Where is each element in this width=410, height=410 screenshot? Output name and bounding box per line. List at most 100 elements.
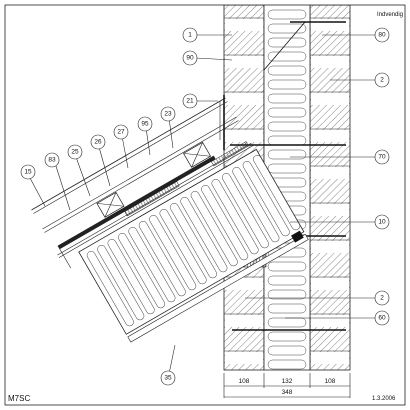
dimension-segment-3: 108 [325, 378, 336, 385]
drawing-date: 1.3.2006 [372, 396, 396, 402]
callout-27: 27 [113, 124, 129, 140]
vapour-barrier-strip [124, 181, 180, 217]
brick-face [311, 130, 349, 142]
roof-insulation-roll [97, 245, 145, 321]
drawing-frame [4, 4, 406, 406]
brick-face [225, 130, 263, 142]
roof-insulation-roll [149, 215, 197, 291]
roof-insulation-roll [118, 233, 166, 309]
callout-15: 15 [20, 164, 36, 180]
dimension-total: 348 [282, 389, 293, 396]
insulation-roll [267, 23, 307, 34]
svg-text:83: 83 [48, 157, 56, 164]
insulation-roll [267, 275, 307, 286]
insulation-roll [267, 51, 307, 62]
callout-10: 10 [374, 214, 390, 230]
svg-text:10: 10 [378, 219, 386, 226]
callout-1: 1 [182, 27, 198, 43]
insulation-roll [267, 289, 307, 300]
svg-text:90: 90 [186, 55, 194, 62]
insulation-roll [267, 359, 307, 370]
roof-insulation-roll [242, 161, 290, 237]
insulation-roll [267, 163, 307, 174]
svg-text:70: 70 [378, 154, 386, 161]
roof-insulation-roll [232, 167, 280, 243]
insulation-roll [267, 331, 307, 342]
roof-insulation-roll [169, 203, 217, 279]
callouts: 1 90 21 80 2 70 [20, 27, 390, 386]
insulation-roll [267, 107, 307, 118]
dimension-segment-2: 132 [282, 378, 293, 385]
diagonal-tie [263, 21, 306, 71]
roof-insulation-roll [253, 155, 301, 231]
drawing-code: M7SC [8, 394, 30, 403]
callout-80: 80 [374, 27, 390, 43]
svg-text:23: 23 [164, 111, 172, 118]
roof-membrane-strip [57, 155, 216, 250]
callout-2-lower: 2 [374, 290, 390, 306]
svg-text:95: 95 [141, 121, 149, 128]
svg-text:35: 35 [164, 375, 172, 382]
brick-face [311, 204, 349, 216]
insulation-roll [267, 121, 307, 132]
roof-insulation-roll [211, 179, 259, 255]
roof-insulation-roll [159, 209, 207, 285]
brick-face [311, 315, 349, 327]
roof-insulation-roll [138, 221, 186, 297]
svg-text:15: 15 [24, 169, 32, 176]
brick-face [311, 19, 349, 31]
insulation-roll [267, 65, 307, 76]
callout-23: 23 [160, 106, 176, 122]
leader-lines [29, 34, 375, 375]
svg-text:26: 26 [94, 139, 102, 146]
brick-face [311, 278, 349, 290]
svg-text:25: 25 [71, 149, 79, 156]
roof-bearing-block [291, 230, 304, 243]
brick-face [225, 315, 263, 327]
batten [96, 191, 125, 218]
roof-insulation-roll [86, 251, 134, 327]
brick-face [311, 352, 349, 364]
brick-face [225, 93, 263, 105]
insulation-roll [267, 149, 307, 160]
svg-text:2: 2 [380, 295, 384, 302]
roof-section [31, 97, 309, 343]
insulation-roll [267, 345, 307, 356]
callout-95: 95 [137, 116, 153, 132]
callout-90: 90 [182, 50, 198, 66]
svg-text:60: 60 [378, 315, 386, 322]
dimension-line [223, 373, 351, 398]
brick-face [311, 93, 349, 105]
insulation-roll [267, 9, 307, 20]
brick-face [225, 19, 263, 31]
insulation-roll [267, 79, 307, 90]
roof-insulation-roll [180, 197, 228, 273]
dimension-segment-1: 108 [239, 378, 250, 385]
svg-text:2: 2 [380, 77, 384, 84]
side-label: Indvendig [377, 12, 403, 18]
roof-insulation-roll [128, 227, 176, 303]
vapour-barrier-strip [211, 141, 249, 167]
callout-26: 26 [90, 134, 106, 150]
insulation-pattern [267, 9, 307, 370]
roof-insulation-pattern [86, 155, 301, 327]
brick-face [311, 167, 349, 179]
roof-insulation-roll [201, 185, 249, 261]
callout-25: 25 [67, 144, 83, 160]
insulation-roll [267, 303, 307, 314]
brick-face [311, 56, 349, 68]
insulation-roll [267, 37, 307, 48]
callout-70: 70 [374, 149, 390, 165]
brick-face [225, 56, 263, 68]
callout-2-upper: 2 [374, 72, 390, 88]
svg-text:27: 27 [117, 129, 125, 136]
svg-text:1: 1 [188, 32, 192, 39]
roof-insulation-roll [190, 191, 238, 267]
callout-60: 60 [374, 310, 390, 326]
roof-insulation-roll [221, 173, 269, 249]
batten [183, 141, 212, 168]
brick-face [311, 241, 349, 253]
insulation-roll [267, 93, 307, 104]
roof-insulation-roll [107, 239, 155, 315]
